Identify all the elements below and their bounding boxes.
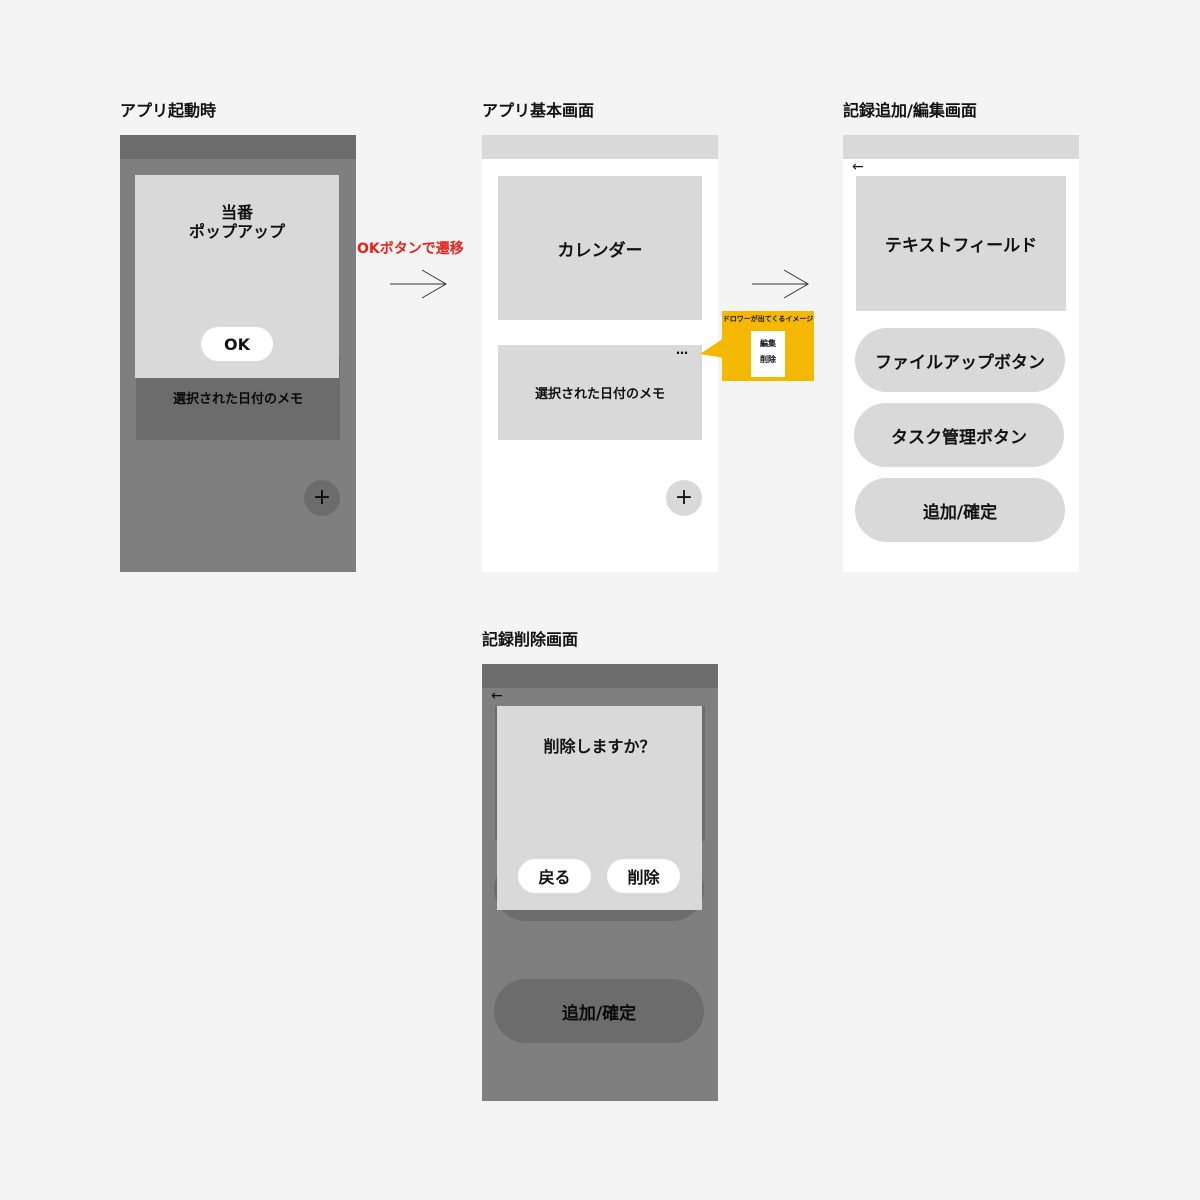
title-launch-screen: アプリ起動時 [120,101,217,120]
confirm-button[interactable]: 追加/確定 [855,478,1065,542]
delete-button[interactable]: 削除 [607,859,680,893]
add-edit-screen: ← テキストフィールド ファイルアップボタン タスク管理ボタン 追加/確定 [843,135,1079,572]
task-management-button[interactable]: タスク管理ボタン [854,403,1064,467]
popup-title-line2: ポップアップ [188,222,285,241]
arrow-right-icon [752,269,809,299]
more-icon[interactable]: … [676,343,688,357]
status-bar [482,135,718,159]
title-basic-screen: アプリ基本画面 [482,101,595,120]
drawer-menu: 編集 削除 [751,331,785,377]
memo-card: 選択された日付のメモ [498,345,702,440]
calendar-area[interactable]: カレンダー [498,176,702,320]
plus-icon: + [674,485,694,510]
drawer-callout: ドロワーが出てくるイメージ 編集 削除 [722,311,814,381]
add-button[interactable]: + [666,480,702,516]
delete-screen: ← 追加/確定 削除しますか？ 戻る 削除 [482,664,718,1101]
file-upload-button[interactable]: ファイルアップボタン [855,328,1065,392]
calendar-label: カレンダー [557,240,643,261]
text-field-label: テキストフィールド [884,236,1038,256]
back-arrow-icon[interactable]: ← [852,159,864,175]
callout-pointer [700,338,724,358]
ok-button[interactable]: OK [201,327,273,361]
delete-question: 削除しますか？ [543,737,656,756]
title-delete-screen: 記録削除画面 [482,630,579,649]
memo-label: 選択された日付のメモ [534,387,665,402]
popup-title-line1: 当番 [220,203,253,222]
drawer-caption: ドロワーが出てくるイメージ [722,315,814,323]
delete-dialog: 削除しますか？ 戻る 削除 [497,706,702,910]
launch-screen: 選択された日付のメモ + 当番 ポップアップ OK [120,135,356,572]
status-bar [843,135,1079,159]
back-button[interactable]: 戻る [518,859,591,893]
transition-label: OKボタンで遷移 [357,241,464,257]
basic-screen: カレンダー 選択された日付のメモ … + [482,135,718,572]
arrow-right-icon [390,269,447,299]
drawer-delete-item[interactable]: 削除 [760,355,776,364]
title-add-edit-screen: 記録追加/編集画面 [843,101,977,120]
drawer-edit-item[interactable]: 編集 [760,339,776,348]
text-field[interactable]: テキストフィールド [856,176,1066,311]
duty-popup: 当番 ポップアップ OK [135,175,339,378]
